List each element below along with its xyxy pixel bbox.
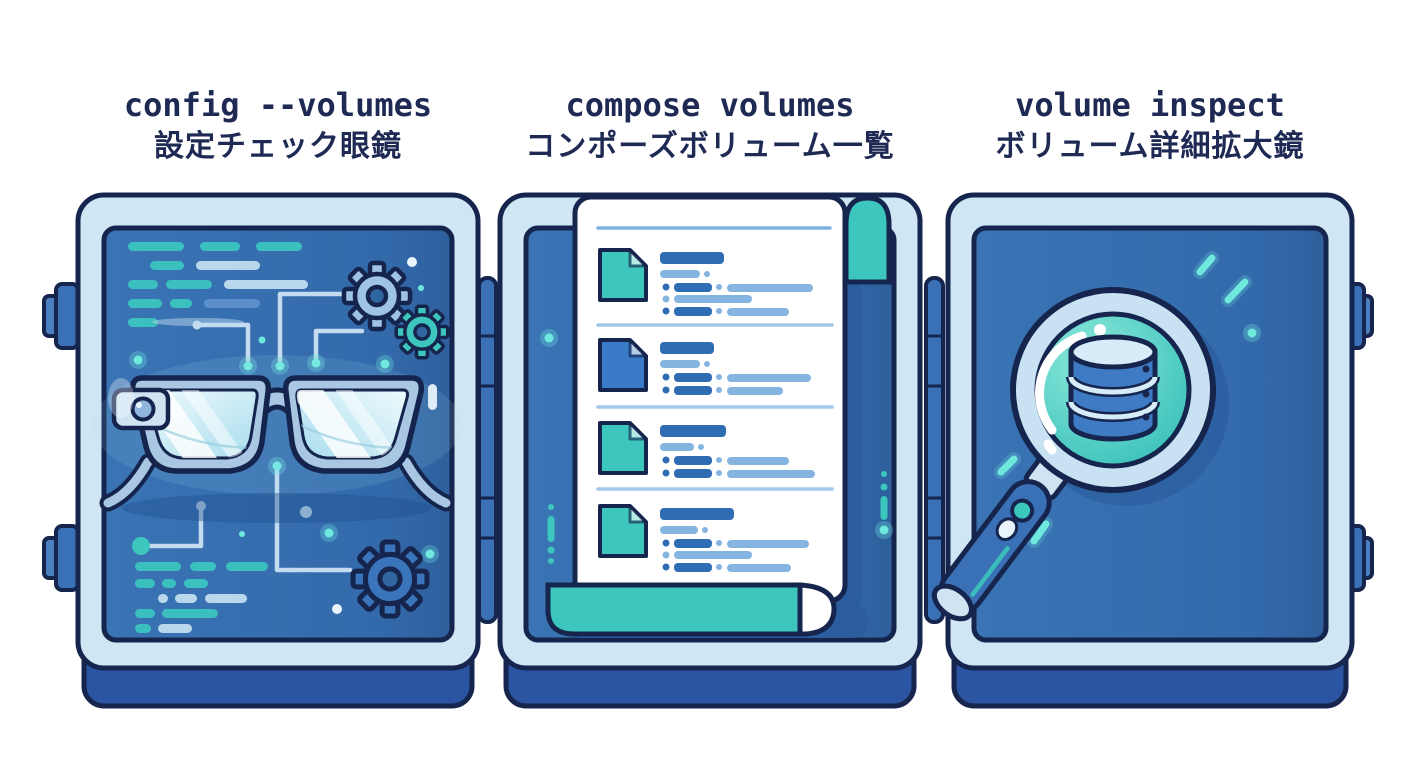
case-screen xyxy=(101,225,455,643)
volume-list-item xyxy=(598,421,815,478)
magnifier-handle xyxy=(931,455,1070,622)
panel-inspect-subtitle: ボリューム詳細拡大鏡 xyxy=(995,129,1305,165)
code-lines-top xyxy=(128,242,308,327)
panel-config-title: config --volumes 設定チェック眼鏡 xyxy=(123,86,433,165)
database-icon xyxy=(1066,334,1160,442)
scroll-icon xyxy=(545,194,892,638)
code-lines-bottom xyxy=(135,562,268,633)
gear-icon-bottom xyxy=(353,542,427,616)
glow-dots xyxy=(129,257,439,614)
panel-config-subtitle: 設定チェック眼鏡 xyxy=(154,129,402,165)
volume-list-item xyxy=(598,338,811,395)
compose-case xyxy=(497,192,923,709)
panel-compose-title: compose volumes コンポーズボリューム一覧 xyxy=(525,86,895,165)
scroll-curl xyxy=(797,582,837,637)
hinge-left xyxy=(477,276,498,624)
volume-list-item xyxy=(598,248,813,316)
sparkle-icon-top xyxy=(1193,251,1261,342)
panel-inspect-command: volume inspect xyxy=(1015,86,1285,124)
panel-compose-command: compose volumes xyxy=(565,86,855,124)
case-clasp-left-top xyxy=(42,282,80,350)
circuit-traces xyxy=(132,291,365,573)
gear-icon-teal xyxy=(394,304,450,360)
panel-config-command: config --volumes xyxy=(123,86,433,124)
case-clasp-left-bottom xyxy=(42,524,80,592)
scroll-roll-bottom xyxy=(545,582,803,637)
inspect-case xyxy=(931,192,1374,709)
glasses-camera-icon xyxy=(111,387,171,431)
magnifier-icon xyxy=(931,287,1229,622)
screen-glow-marks-right xyxy=(875,471,893,539)
screen-glow-marks-left xyxy=(540,329,558,564)
hinge-right xyxy=(924,276,945,624)
volume-list-item xyxy=(598,504,809,572)
panel-inspect-title: volume inspect ボリューム詳細拡大鏡 xyxy=(995,86,1305,165)
panel-compose-subtitle: コンポーズボリューム一覧 xyxy=(525,129,895,165)
glasses-icon xyxy=(92,355,462,523)
config-case xyxy=(42,192,481,709)
scroll-roll-top xyxy=(843,195,892,285)
